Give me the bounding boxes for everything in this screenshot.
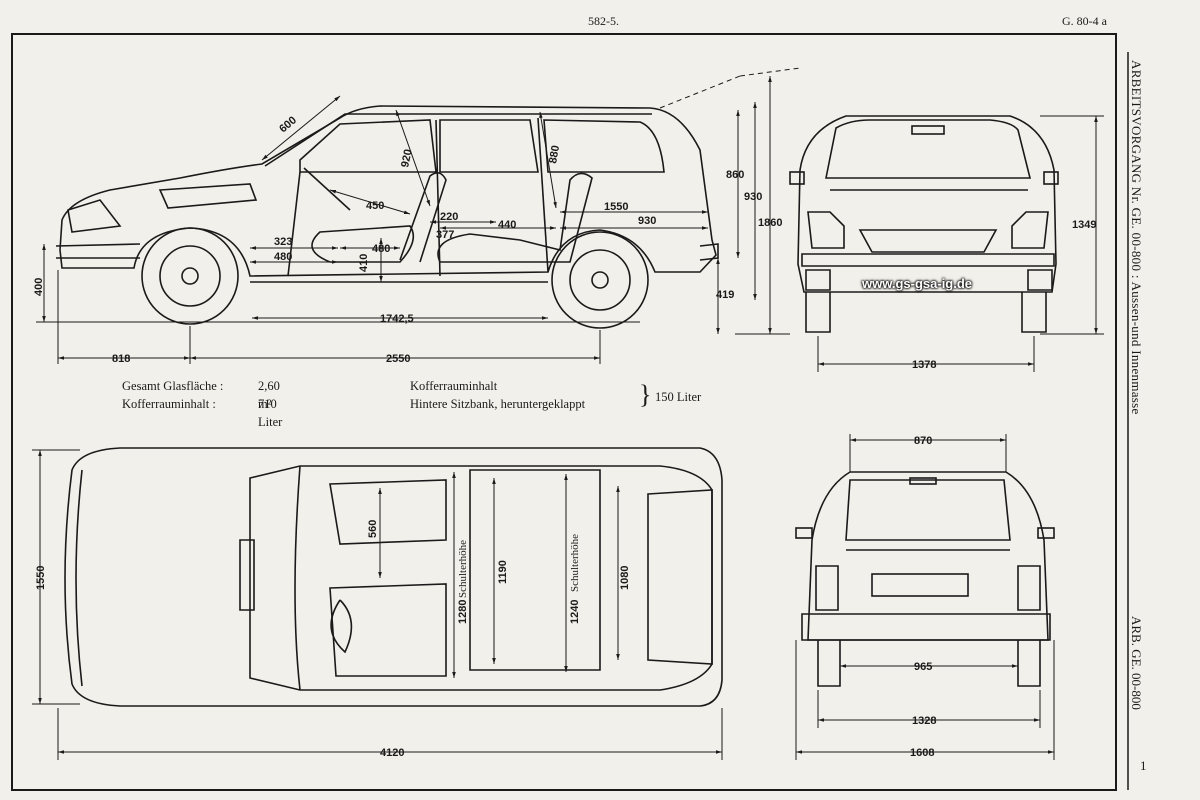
dim-400: 400 [33, 278, 45, 296]
top-view-labels: 1550 560 1280 Schulterhöhe 1190 1240 Sch… [35, 520, 631, 759]
side-view [55, 105, 719, 329]
dim-1550-side: 1550 [604, 201, 628, 213]
dim-410: 410 [358, 254, 370, 272]
dim-1328: 1328 [912, 715, 936, 727]
watermark: www.gs-gsa-ig.de [862, 276, 973, 291]
sheet-id: G. 80-4 a [1062, 14, 1107, 28]
dim-920: 920 [399, 148, 415, 168]
dim-965: 965 [914, 661, 932, 673]
top-view [64, 447, 723, 707]
trunk-value: 710 Liter [258, 397, 283, 429]
dim-1608: 1608 [910, 747, 934, 759]
dim-860: 860 [726, 169, 744, 181]
side-view-dimensions [36, 67, 801, 364]
dim-450: 450 [366, 200, 384, 212]
dim-1349: 1349 [1072, 219, 1096, 231]
dim-220: 220 [440, 211, 458, 223]
legend-trunk-row: Kofferrauminhalt : 710 Liter [122, 395, 282, 429]
dim-880: 880 [547, 144, 562, 164]
brace-glyph: } [639, 380, 652, 409]
combined-volume: 150 Liter [655, 390, 702, 404]
top-view-dimensions [32, 449, 723, 760]
side-reference: ARB. GE. 00-800 [1129, 616, 1144, 710]
dim-440: 440 [498, 219, 516, 231]
dim-560: 560 [367, 520, 379, 538]
dim-4120: 4120 [380, 747, 404, 759]
front-view-dimensions [817, 115, 1104, 372]
glass-label: Gesamt Glasfläche : [122, 379, 224, 393]
rear-seat-label: Hintere Sitzbank, heruntergeklappt [410, 397, 586, 411]
dim-480-right: 480 [372, 243, 390, 255]
dim-930-horizontal: 930 [638, 215, 656, 227]
dim-930-vertical: 930 [744, 191, 762, 203]
dim-1860: 1860 [758, 217, 782, 229]
rear-view-labels: 870 965 1328 1608 [910, 435, 936, 759]
dim-377: 377 [436, 229, 454, 241]
dim-1742-5: 1742,5 [380, 313, 414, 325]
side-page-number: 1 [1140, 758, 1147, 773]
front-view [789, 115, 1059, 333]
dim-1280: 1280 [457, 600, 469, 624]
glass-value: 2,60 m² [258, 379, 280, 411]
rear-view-dimensions [795, 434, 1055, 760]
dim-870: 870 [914, 435, 932, 447]
side-title: ARBEITSVORGANG Nr. GE. 00-800 : Aussen-u… [1129, 60, 1144, 415]
dim-2550: 2550 [386, 353, 410, 365]
dim-1550-top: 1550 [35, 566, 47, 590]
page-number: 582-5. [588, 14, 619, 28]
dim-480-left: 480 [274, 251, 292, 263]
trunk2-label: Kofferrauminhalt [410, 379, 498, 393]
drawing-frame [11, 33, 1117, 791]
dim-419: 419 [716, 289, 734, 301]
dim-1080: 1080 [619, 566, 631, 590]
legend-left: Gesamt Glasfläche : 2,60 m² Kofferrauminh… [122, 377, 282, 429]
label-shoulder-height-front: Schulterhöhe [457, 540, 469, 598]
label-shoulder-height-rear: Schulterhöhe [569, 534, 581, 592]
dim-323: 323 [274, 236, 292, 248]
side-view-labels: 600 920 880 860 930 1860 450 1550 220 37… [33, 114, 782, 365]
dim-818: 818 [112, 353, 130, 365]
trunk-label: Kofferrauminhalt : [122, 397, 216, 411]
dim-1240: 1240 [569, 600, 581, 624]
dim-1190: 1190 [497, 560, 509, 584]
rear-view [795, 471, 1055, 687]
legend-right: Kofferrauminhalt Hintere Sitzbank, herun… [410, 377, 585, 413]
legend-glass-row: Gesamt Glasfläche : 2,60 m² [122, 377, 280, 411]
dim-1378: 1378 [912, 359, 936, 371]
